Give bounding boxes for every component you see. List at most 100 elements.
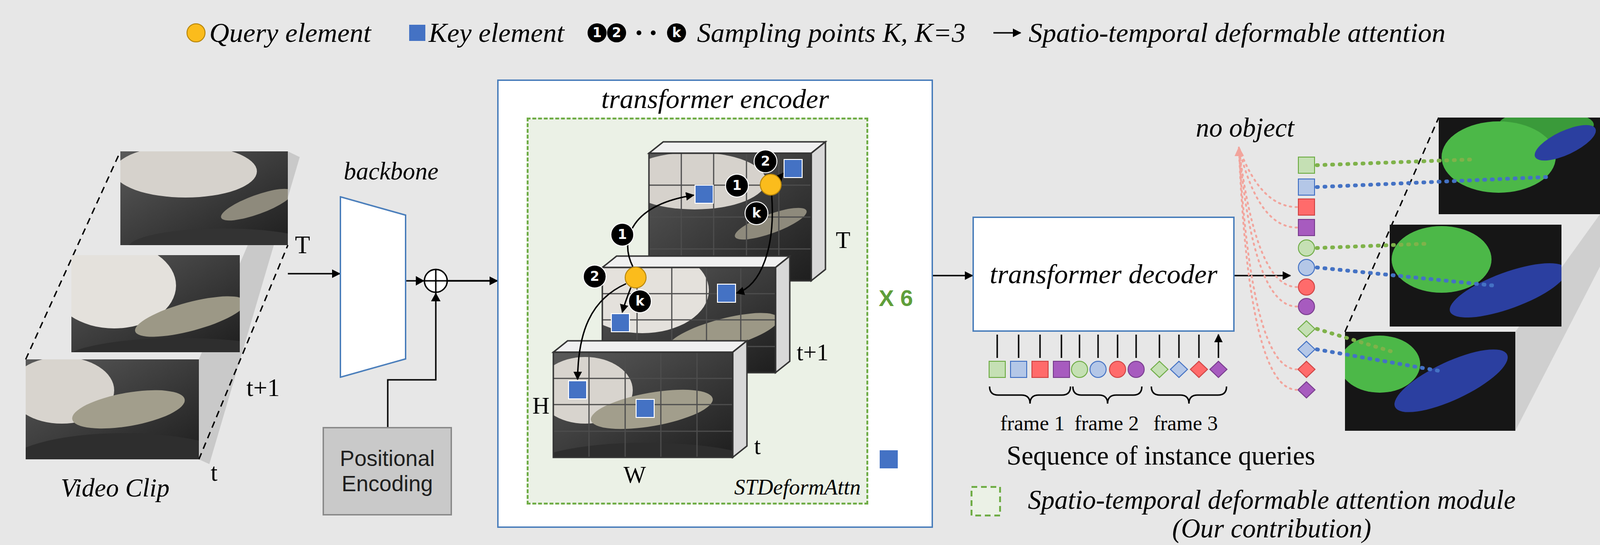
node-label: Video Clip — [60, 474, 170, 501]
sampling-point — [725, 174, 749, 197]
decoder-box: transformer decoder — [972, 216, 1235, 332]
backbone-trapezoid: backbone — [339, 196, 407, 378]
prediction-column — [1297, 341, 1316, 358]
label: T — [294, 232, 311, 258]
callout-number: 1 — [732, 178, 742, 193]
video-frames — [120, 151, 288, 246]
label: t+1 — [796, 340, 829, 364]
key-element — [611, 313, 630, 332]
instance-queries — [997, 334, 1219, 358]
label: frame 1 — [1000, 412, 1065, 434]
video-frames — [25, 432, 199, 460]
instance-queries — [1089, 361, 1107, 378]
legend-text: Sampling points K, K=3 — [696, 17, 966, 49]
legend-swatch — [186, 23, 206, 43]
output-frames — [1530, 117, 1600, 168]
attention-arrows — [577, 173, 784, 380]
video-clip: Video Clip — [19, 142, 288, 505]
key-element — [717, 284, 736, 303]
frame-stack — [553, 340, 747, 353]
video-frames — [217, 182, 288, 227]
instance-queries — [989, 386, 1071, 404]
sampling-point — [628, 289, 652, 313]
legend-text: Spatio-temporal deformable attention — [1028, 17, 1446, 49]
callout-number: 2 — [611, 26, 621, 40]
match-lines — [1238, 147, 1547, 390]
output-arrow — [1234, 274, 1291, 277]
query-element — [625, 174, 782, 288]
prediction-column — [1297, 361, 1316, 378]
instance-queries — [1072, 386, 1142, 404]
callout-number: k — [635, 294, 645, 308]
prediction-column — [1298, 239, 1315, 256]
video-frames — [71, 255, 240, 353]
legend-samples — [650, 30, 656, 36]
output-frames — [1344, 331, 1516, 431]
instance-queries — [1150, 361, 1169, 378]
frame-stack — [602, 267, 709, 334]
prediction-column — [1298, 259, 1315, 276]
label: frame 2 — [1074, 412, 1139, 434]
frame-stack — [553, 352, 733, 458]
video-frames — [4, 145, 319, 500]
label: no object — [1196, 114, 1295, 141]
instance-queries — [1031, 361, 1049, 378]
frame-stack — [553, 352, 733, 458]
key-element — [695, 185, 714, 204]
callout-number: 2 — [760, 154, 770, 168]
output-frames — [1443, 252, 1562, 327]
instance-queries — [1128, 361, 1145, 378]
prediction-column — [1298, 219, 1315, 236]
encoder-ground — [497, 79, 933, 528]
node-label: STDeformAttn — [734, 475, 861, 500]
sum-symbol — [415, 275, 425, 286]
node-label: X 6 — [878, 286, 913, 310]
frame-stack — [775, 255, 790, 373]
prediction-column — [1298, 198, 1315, 216]
instance-queries — [1010, 361, 1027, 378]
output-arrow — [1234, 275, 1291, 276]
encoder-ground — [879, 450, 898, 469]
process-box: Positional Encoding — [322, 426, 452, 516]
label: frame 3 — [1153, 412, 1218, 434]
key-element — [784, 159, 803, 178]
encoder-ground — [497, 79, 933, 528]
legend-samples — [587, 23, 607, 43]
label: W — [623, 462, 646, 487]
key-element — [636, 399, 655, 418]
prediction-column — [1298, 278, 1315, 295]
prediction-column — [1297, 320, 1316, 337]
video-frames — [71, 337, 240, 353]
match-lines — [1316, 159, 1473, 353]
prediction-column — [1298, 157, 1315, 174]
sampling-point — [745, 201, 768, 225]
output-frames — [1438, 117, 1600, 215]
key-element — [568, 159, 803, 418]
label: t — [210, 460, 218, 485]
sum-symbol — [431, 292, 441, 302]
legend-text: Query element — [209, 17, 372, 49]
label: t — [754, 433, 761, 458]
instance-queries — [1170, 361, 1188, 378]
callout-number: 1 — [592, 26, 602, 40]
node-label: transformer encoder — [498, 83, 932, 115]
node-label: transformer decoder — [989, 258, 1218, 290]
attention-arrows — [736, 195, 773, 294]
frame-stack — [811, 141, 826, 281]
instance-queries — [1190, 361, 1208, 378]
sampling-point — [583, 149, 777, 313]
instance-queries — [1109, 361, 1126, 378]
output-frames — [1386, 337, 1515, 424]
label: Sequence of instance queries — [1006, 441, 1316, 469]
label: t+1 — [246, 375, 280, 401]
query-element — [625, 266, 647, 288]
match-lines — [1238, 147, 1297, 390]
sum-symbol — [424, 269, 448, 293]
label: T — [835, 227, 851, 252]
prediction-column — [1297, 157, 1316, 398]
legend-samples — [971, 486, 1001, 516]
label: H — [532, 393, 550, 418]
